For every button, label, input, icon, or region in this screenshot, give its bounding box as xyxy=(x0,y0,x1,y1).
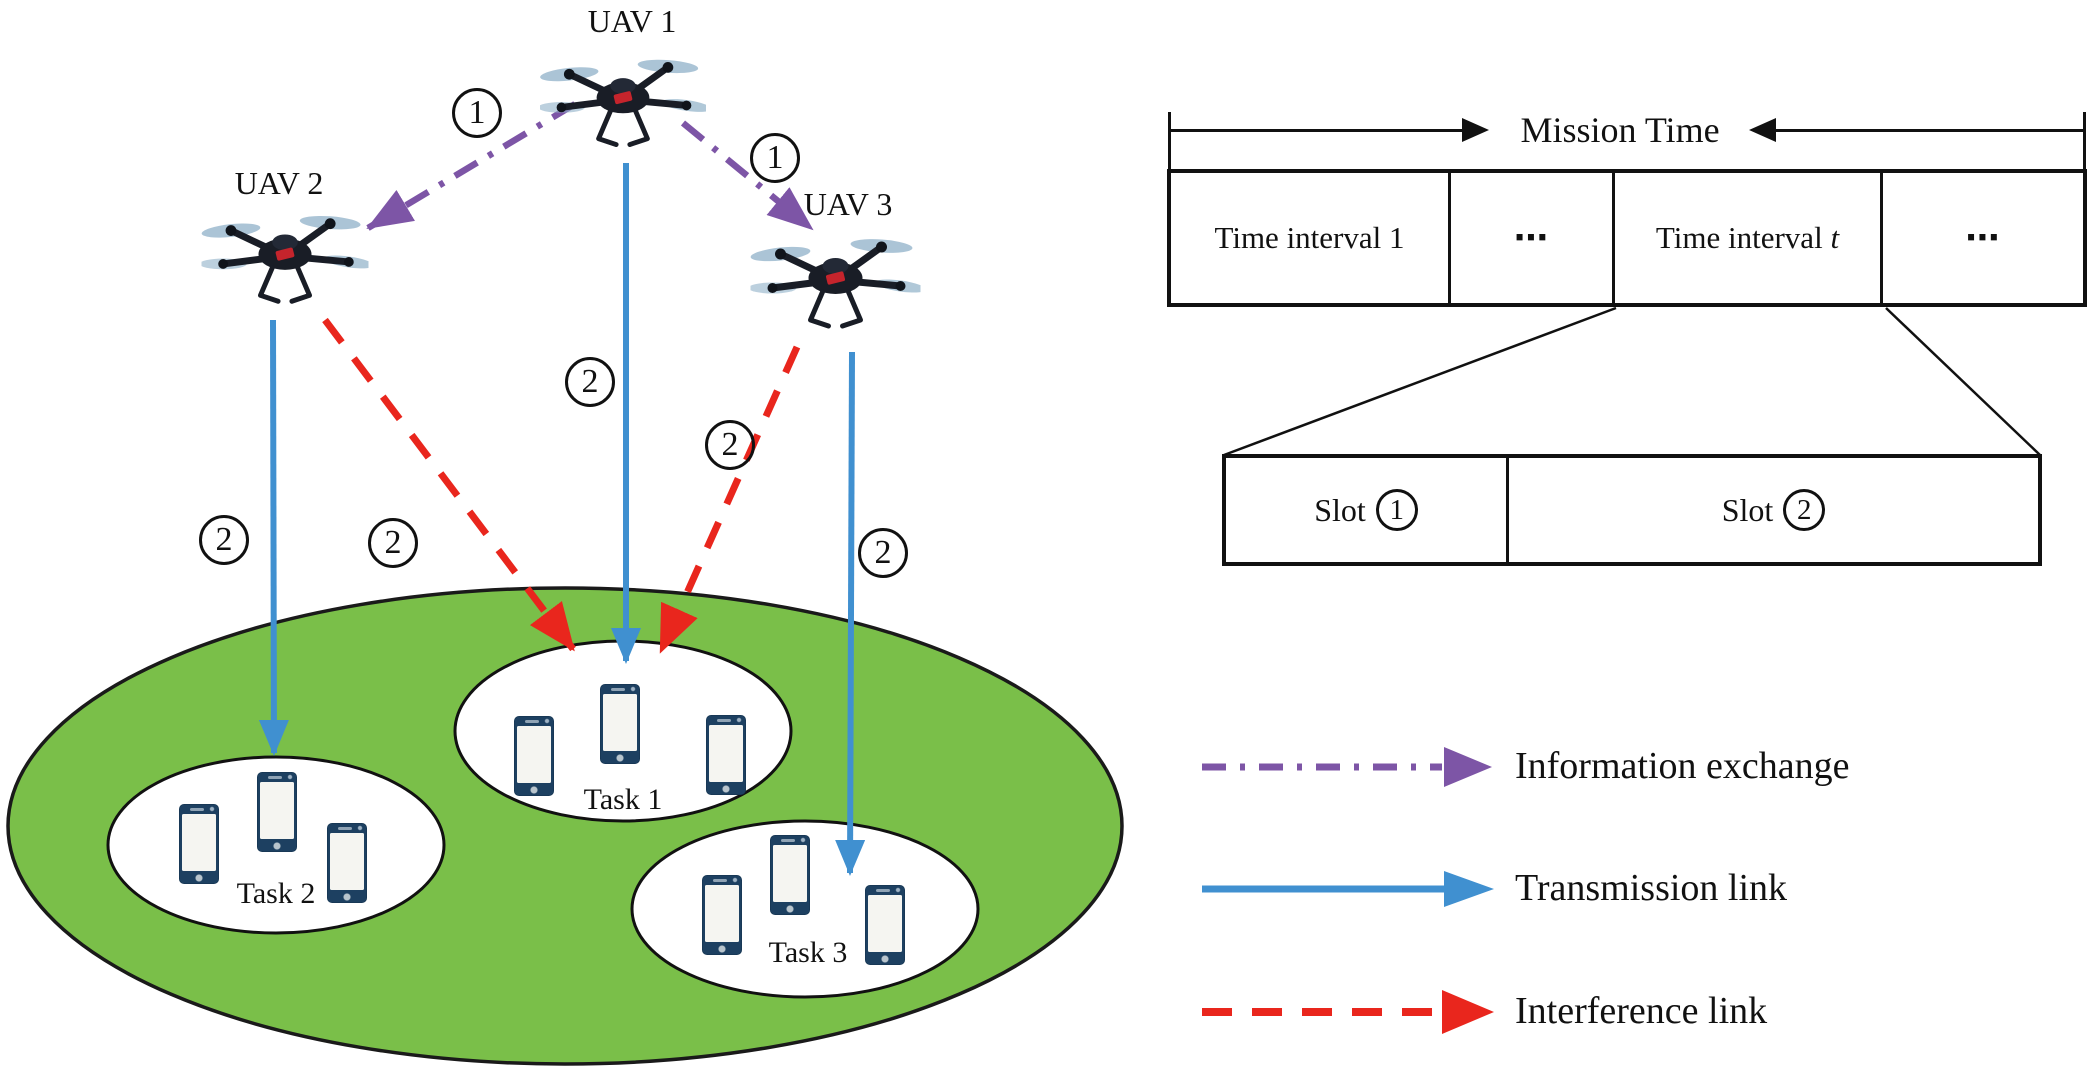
task2-label: Task 2 xyxy=(236,877,316,910)
uav3-drone-icon xyxy=(748,228,923,340)
mission-time-title: Mission Time xyxy=(1520,110,1720,150)
step1-badge-info-left: 1 xyxy=(452,88,502,138)
phone-icon xyxy=(179,804,219,884)
legend-info-exchange-label: Information exchange xyxy=(1515,745,1850,787)
step2-badge-uav3-blue: 2 xyxy=(858,528,908,578)
phone-icon xyxy=(327,823,367,903)
step2-badge-uav2-red: 2 xyxy=(368,518,418,568)
uav1-drone-icon xyxy=(540,45,706,162)
slot1-number-badge: 1 xyxy=(1375,489,1418,531)
legend-info-exchange-swatch xyxy=(1202,747,1492,787)
step2-badge-uav2-blue: 2 xyxy=(199,515,249,565)
slot1-word: Slot xyxy=(1314,491,1366,528)
legend-interference-label: Interference link xyxy=(1515,990,1768,1032)
mission-time-right-arrowhead-icon xyxy=(1462,118,1489,142)
task3-label: Task 3 xyxy=(768,936,848,969)
phone-icon xyxy=(257,772,297,852)
phone-icon xyxy=(514,716,554,796)
slot2-word: Slot xyxy=(1721,491,1774,528)
timeline-left-tick xyxy=(1168,112,1171,170)
uav3-label: UAV 3 xyxy=(803,186,893,222)
time-interval-ellipsis-cell: ⋯ xyxy=(1451,173,1615,303)
legend-transmission-label: Transmission link xyxy=(1515,867,1788,909)
legend-transmission-swatch xyxy=(1202,871,1494,907)
mission-time-left-line xyxy=(1169,129,1462,132)
interference-arrow-uav3-task1 xyxy=(657,345,801,654)
task1-label: Task 1 xyxy=(583,783,663,816)
time-interval-1-cell: Time interval 1 xyxy=(1171,173,1451,303)
step2-badge-uav1-blue: 2 xyxy=(565,357,615,407)
interference-arrow-uav2-task1 xyxy=(322,317,576,652)
time-interval-bar: Time interval 1 ⋯ Time interval t ⋯ xyxy=(1167,169,2087,307)
mission-time-left-arrowhead-icon xyxy=(1749,118,1776,142)
slot2-number-badge: 2 xyxy=(1783,489,1826,531)
phone-icon xyxy=(865,885,905,965)
info-exchange-arrow-uav1-uav2 xyxy=(366,101,577,231)
info-exchange-arrow-uav1-uav3 xyxy=(680,120,815,232)
mission-time-right-line xyxy=(1776,129,2085,132)
interval-zoom-connectors xyxy=(1223,306,2041,457)
slot2-cell: Slot 2 xyxy=(1509,458,2038,562)
step1-badge-info-right: 1 xyxy=(750,133,800,183)
phone-icon xyxy=(702,875,742,955)
phone-icon xyxy=(770,835,810,915)
phone-icon xyxy=(600,684,640,764)
legend-interference-swatch xyxy=(1202,990,1494,1034)
step2-badge-uav3-red: 2 xyxy=(705,420,755,470)
time-interval-t-cell: Time interval t xyxy=(1615,173,1883,303)
time-interval-ellipsis-cell: ⋯ xyxy=(1965,218,2001,258)
slot-bar: Slot 1 Slot 2 xyxy=(1222,454,2042,566)
uav1-label: UAV 1 xyxy=(587,3,677,39)
uav2-label: UAV 2 xyxy=(234,165,324,201)
time-interval-t-prefix: Time interval xyxy=(1655,220,1831,255)
uav2-drone-icon xyxy=(197,205,373,315)
transmission-arrow-uav3-task3 xyxy=(835,351,866,876)
transmission-arrow-uav2-task2 xyxy=(258,319,289,756)
time-interval-t-var: t xyxy=(1830,220,1840,255)
timeline-right-tick xyxy=(2083,112,2086,170)
slot1-cell: Slot 1 xyxy=(1226,458,1509,562)
phone-icon xyxy=(706,715,746,795)
